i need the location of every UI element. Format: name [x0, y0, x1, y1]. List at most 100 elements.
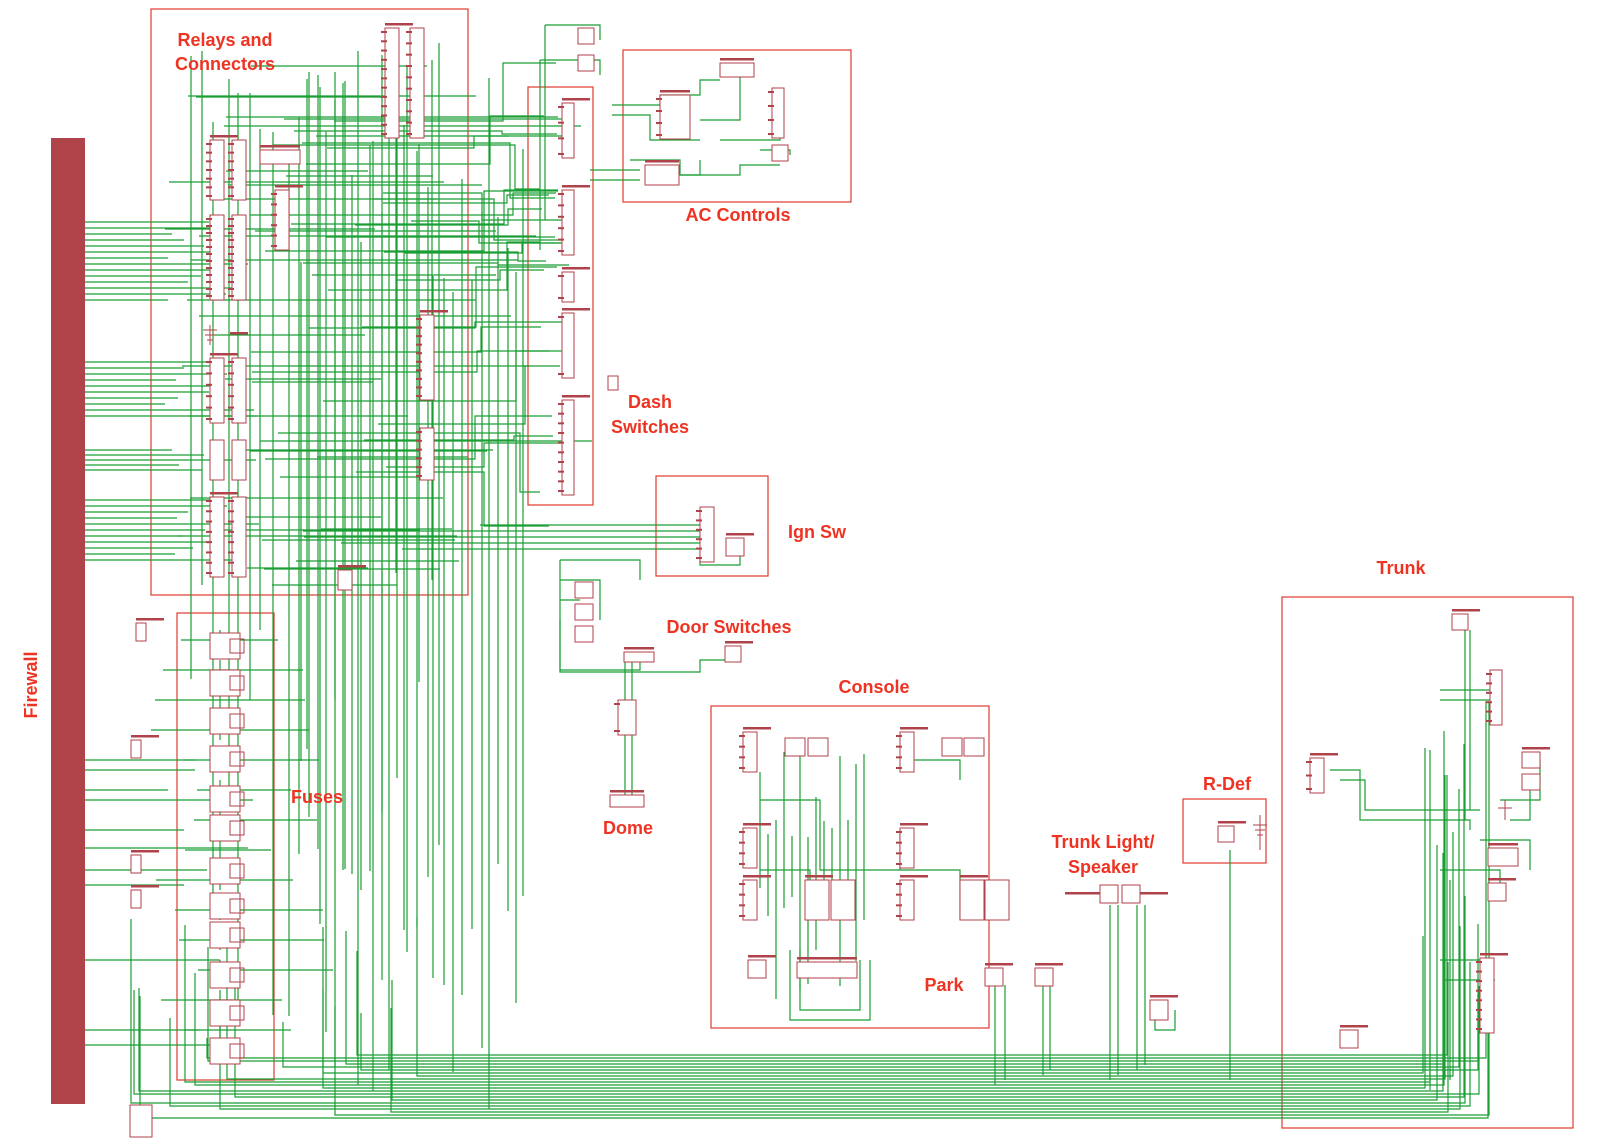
component-pin [206, 372, 212, 375]
component-pin [558, 461, 564, 463]
component-label-bar [1035, 963, 1063, 966]
component-pin [228, 520, 234, 523]
component-label-bar [743, 875, 771, 878]
wire [206, 701, 1487, 1059]
component-pin [1476, 1008, 1482, 1011]
component-pin [896, 735, 902, 737]
component-pin [896, 893, 902, 896]
component-box [419, 314, 435, 401]
component-pin [206, 281, 212, 283]
component-pin [228, 572, 234, 574]
component-pin [228, 232, 234, 234]
component-pin [206, 186, 212, 189]
component-label-bar [275, 185, 303, 188]
fuse-element [229, 898, 245, 914]
component-box [209, 496, 225, 578]
fuse-element [229, 1005, 245, 1021]
component-pin [206, 274, 212, 276]
component-label-bar [725, 641, 753, 644]
component-pin [228, 274, 234, 276]
component-pin [416, 395, 422, 397]
component-box [959, 879, 985, 921]
component-box [724, 645, 742, 663]
wire [303, 262, 569, 266]
region-dash-switches [527, 86, 594, 506]
component-box [209, 669, 241, 697]
label-console: Console [838, 677, 909, 697]
component-box [561, 102, 575, 159]
component-pin [206, 295, 212, 297]
component-box [561, 399, 575, 496]
component-pin [206, 225, 212, 227]
component-pin [896, 915, 902, 917]
component-pin [739, 893, 745, 896]
component-pin [406, 76, 412, 79]
component-pin [416, 360, 422, 363]
component-label-bar [797, 957, 857, 960]
component-box [623, 651, 655, 663]
component-box [384, 27, 400, 139]
component-box [574, 581, 594, 599]
component-pin [558, 316, 564, 318]
region-rdef [1182, 798, 1267, 864]
component-pin [896, 883, 902, 885]
wire [139, 995, 1489, 1119]
firewall-label: Firewall [21, 651, 41, 718]
component-pin [228, 418, 234, 420]
wire [544, 24, 601, 220]
component-pin [406, 110, 412, 113]
wire [590, 160, 701, 181]
component-pin [381, 105, 387, 108]
component-pin [206, 541, 212, 544]
component-label-bar [562, 308, 590, 311]
wire [345, 911, 1445, 1065]
component-box [209, 999, 241, 1027]
component-box [129, 1104, 153, 1138]
component-box [209, 745, 241, 773]
component-box [574, 625, 594, 643]
component-pin [739, 915, 745, 917]
component-pin [558, 470, 564, 473]
wire [184, 750, 1431, 1083]
ground-icon [1253, 815, 1267, 850]
component-pin [1476, 989, 1482, 992]
region-console [710, 705, 990, 1029]
component-pin [381, 86, 387, 89]
component-pin [739, 841, 745, 844]
component-pin [206, 160, 212, 163]
wire [397, 269, 544, 281]
region-fuses [176, 612, 275, 1081]
component-pin [739, 904, 745, 907]
firewall-bar [51, 138, 85, 1104]
component-pin [416, 466, 422, 469]
wire [383, 192, 564, 221]
component-pin [558, 204, 564, 207]
wire [250, 192, 556, 216]
component-pin [406, 121, 412, 124]
component-pin [228, 281, 234, 283]
wire [373, 198, 562, 241]
region-trunk [1281, 596, 1574, 1129]
component-box [259, 149, 301, 165]
component-pin [1306, 774, 1312, 777]
component-box [209, 632, 241, 660]
component-box [607, 375, 619, 391]
component-pin [739, 852, 745, 855]
component-pin [381, 133, 387, 135]
label-ign-sw: Ign Sw [788, 522, 847, 542]
component-pin [416, 343, 422, 346]
label-ac-controls: AC Controls [686, 205, 791, 225]
wire [169, 962, 1471, 1107]
component-pin [228, 239, 234, 241]
component-box [1451, 613, 1469, 631]
component-pin [558, 412, 564, 415]
fuse-element [229, 863, 245, 879]
component-pin [558, 373, 564, 375]
region-labels: Relays and Connectors AC Controls Dash S… [175, 30, 1426, 995]
component-pin [206, 406, 212, 409]
component-pin [416, 335, 422, 338]
wire [322, 936, 1424, 1074]
component-label-bar [338, 565, 366, 568]
component-box [561, 189, 575, 256]
